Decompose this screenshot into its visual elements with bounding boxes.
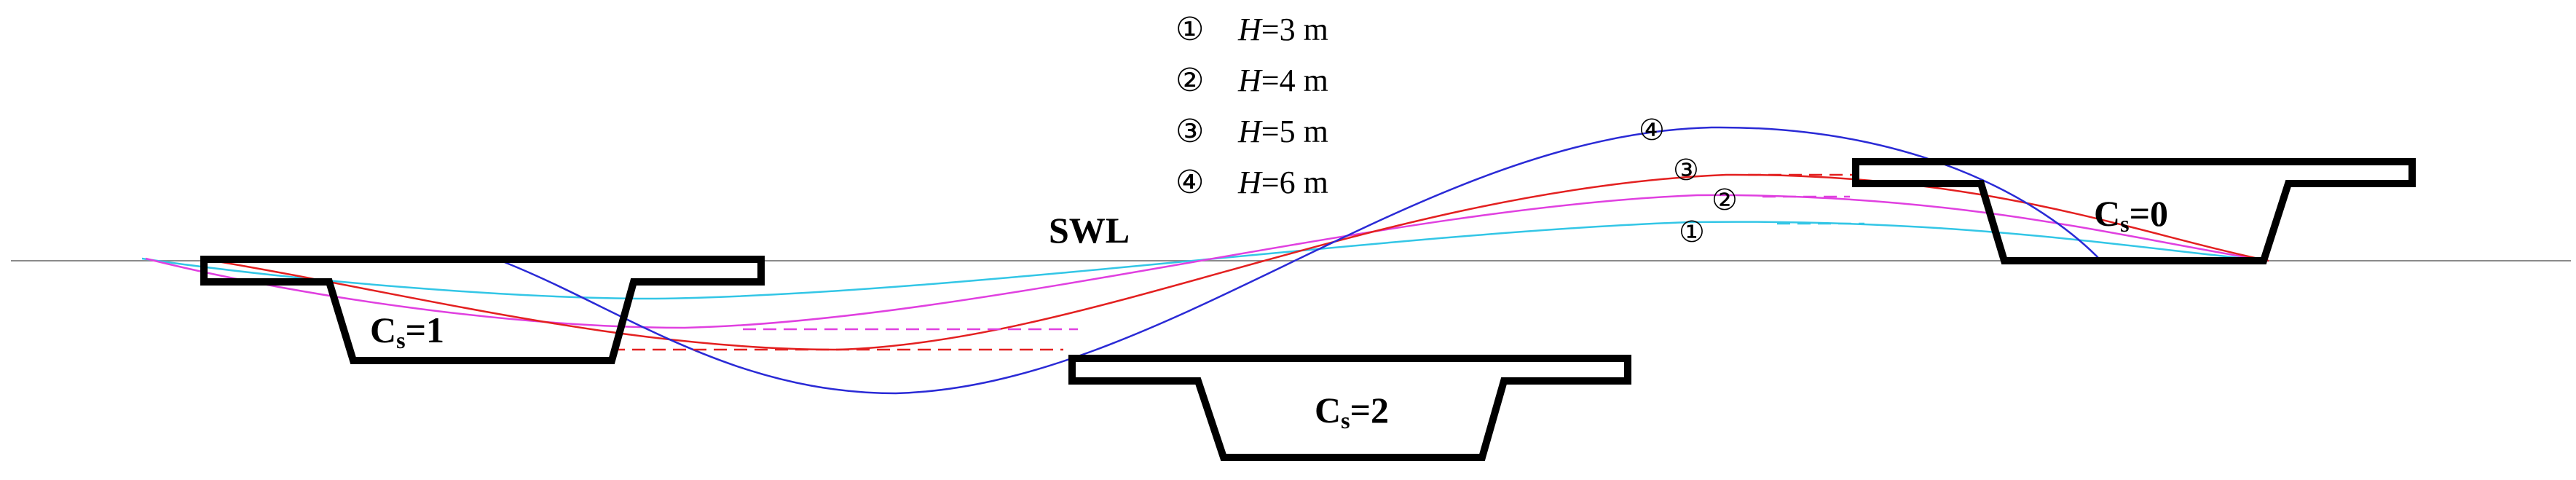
legend-item-h5: ③ H=5 m — [1175, 113, 1328, 150]
legend-item-h6: ④ H=6 m — [1175, 164, 1328, 201]
wave-curve-h4 — [145, 194, 2269, 329]
svg-text:H=4 m: H=4 m — [1237, 63, 1328, 98]
curve-marker-h4: ② — [1712, 184, 1738, 217]
curve-marker-h3: ① — [1679, 216, 1705, 249]
legend: ① H=3 m ② H=4 m ③ H=5 m ④ H=6 m — [1175, 11, 1328, 201]
legend-marker: ② — [1175, 62, 1204, 99]
legend-var: H — [1237, 165, 1263, 200]
svg-text:H=5 m: H=5 m — [1237, 114, 1328, 149]
hull-section-cs2: Cs=2 — [1068, 355, 1631, 461]
section-label-cs2: Cs=2 — [1315, 390, 1389, 433]
legend-item-h3: ① H=3 m — [1175, 11, 1328, 48]
hull-outline-cs0 — [1852, 158, 2416, 264]
wave-curve-h3 — [141, 221, 2269, 300]
section-label-cs0: Cs=0 — [2094, 193, 2168, 237]
legend-value: =6 m — [1261, 165, 1328, 200]
legend-var: H — [1237, 12, 1263, 47]
hull-section-cs0: Cs=0 — [1852, 158, 2416, 264]
legend-marker: ① — [1175, 11, 1204, 48]
legend-var: H — [1237, 63, 1263, 98]
legend-marker: ④ — [1175, 164, 1204, 201]
hull-outline-cs2 — [1068, 355, 1631, 461]
legend-marker: ③ — [1175, 113, 1204, 150]
svg-text:H=6 m: H=6 m — [1237, 165, 1328, 200]
section-label-cs1: Cs=1 — [370, 310, 444, 353]
wave-curve-h5 — [200, 173, 2269, 351]
legend-value: =5 m — [1261, 114, 1328, 149]
hull-section-cs1: Cs=1 — [200, 256, 765, 364]
legend-var: H — [1237, 114, 1263, 149]
curve-markers: ① ② ③ ④ — [1639, 114, 1738, 249]
curve-marker-h5: ③ — [1673, 154, 1699, 187]
svg-text:H=3 m: H=3 m — [1237, 12, 1328, 47]
legend-value: =4 m — [1261, 63, 1328, 98]
legend-value: =3 m — [1261, 12, 1328, 47]
hull-outline-cs1 — [200, 256, 765, 364]
swl-label: SWL — [1049, 210, 1130, 251]
legend-item-h4: ② H=4 m — [1175, 62, 1328, 99]
wave-curves — [141, 126, 2269, 395]
curve-marker-h6: ④ — [1639, 114, 1665, 147]
